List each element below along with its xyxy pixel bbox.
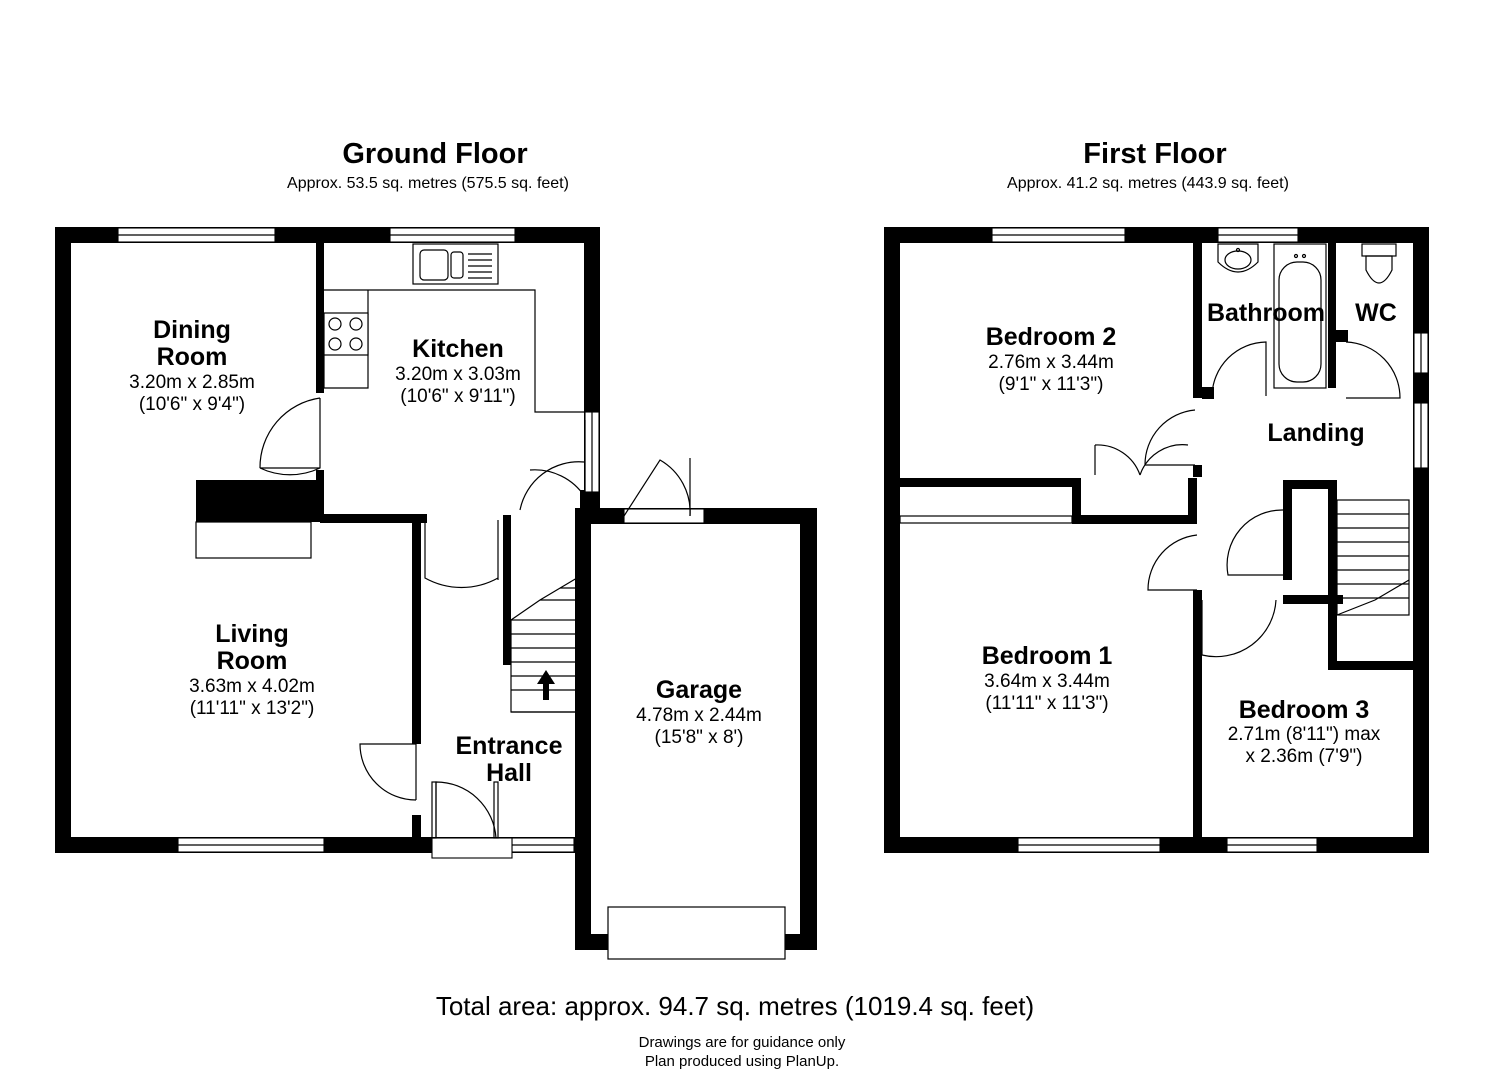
door-swing — [1211, 341, 1267, 397]
first-floor-plan: Bedroom 2 2.76m x 3.44m (9'1" x 11'3") B… — [884, 227, 1429, 853]
door-swing — [1147, 534, 1198, 591]
wall — [575, 508, 591, 950]
wall — [900, 478, 1080, 487]
wall — [1328, 480, 1337, 670]
living-room-dim-imperial: (11'11" x 13'2") — [190, 698, 315, 719]
door-swing — [623, 459, 691, 517]
entrance-hall-label: Hall — [486, 759, 532, 787]
first-floor-area: Approx. 41.2 sq. metres (443.9 sq. feet) — [1007, 175, 1289, 192]
bedroom-2-dim-metric: 2.76m x 3.44m — [988, 352, 1114, 373]
kitchen-worktop — [324, 289, 585, 413]
stairs — [510, 574, 583, 713]
door-swing — [1139, 444, 1189, 476]
kitchen-dim-metric: 3.20m x 3.03m — [395, 364, 521, 385]
total-area: Total area: approx. 94.7 sq. metres (101… — [436, 991, 1034, 1021]
kitchen-label: Kitchen — [412, 335, 504, 363]
disclaimer-line-1: Drawings are for guidance only — [639, 1034, 846, 1051]
washbasin — [1217, 243, 1259, 273]
wall — [1193, 590, 1202, 840]
wall — [1413, 227, 1429, 853]
wall — [884, 227, 1429, 243]
wall — [1202, 387, 1214, 399]
stair-arrow-icon — [537, 670, 555, 700]
living-room-label: Living — [215, 620, 289, 648]
door-swing — [435, 781, 497, 839]
dining-room-label: Dining — [153, 316, 231, 344]
wall — [1193, 465, 1202, 477]
sink — [412, 243, 499, 285]
door-swing — [1201, 599, 1277, 658]
hearth — [195, 521, 312, 559]
wall — [1328, 661, 1418, 670]
wall — [412, 514, 421, 744]
first-floor-title: First Floor — [1083, 138, 1226, 170]
bedroom-1-label: Bedroom 1 — [982, 642, 1113, 670]
wall — [1193, 243, 1202, 398]
dining-room-label: Room — [157, 343, 228, 371]
wall — [1283, 480, 1292, 580]
stairs — [1336, 499, 1410, 616]
disclaimer-line-2: Plan produced using PlanUp. — [645, 1053, 839, 1070]
garage-door — [607, 906, 786, 960]
wall — [316, 243, 324, 393]
wall — [1283, 480, 1336, 489]
wall — [1283, 595, 1343, 604]
wall — [196, 480, 324, 522]
door-swing — [529, 420, 586, 500]
ground-floor-area: Approx. 53.5 sq. metres (575.5 sq. feet) — [287, 175, 569, 192]
door-swing — [1094, 444, 1141, 476]
kitchen-dim-imperial: (10'6" x 9'11") — [400, 386, 515, 407]
wall — [1072, 515, 1197, 524]
wall — [884, 227, 900, 853]
wardrobe — [899, 515, 1073, 524]
door-swing — [1144, 409, 1196, 466]
wall — [1328, 243, 1336, 388]
door-swing — [424, 523, 499, 589]
bedroom-1-dim-imperial: (11'11" x 11'3") — [985, 693, 1108, 714]
wall — [1188, 478, 1197, 523]
wall — [800, 508, 817, 950]
bedroom-1-dim-metric: 3.64m x 3.44m — [984, 671, 1110, 692]
bedroom-3-label: Bedroom 3 — [1239, 696, 1370, 724]
toilet — [1361, 243, 1397, 257]
garage-side-door-opening — [623, 508, 705, 524]
door-swing — [359, 743, 417, 801]
bedroom-3-dim-line-2: x 2.36m (7'9") — [1245, 746, 1362, 767]
garage-dim-metric: 4.78m x 2.44m — [636, 705, 762, 726]
door-swing — [519, 461, 585, 511]
bathtub — [1273, 243, 1327, 389]
ground-floor-title: Ground Floor — [342, 138, 527, 170]
wall — [503, 515, 511, 665]
wall — [1336, 330, 1348, 342]
bedroom-2-label: Bedroom 2 — [986, 323, 1117, 351]
wall — [1072, 478, 1081, 523]
dining-room-dim-imperial: (10'6" x 9'4") — [139, 394, 245, 415]
ground-floor-plan: Dining Room 3.20m x 2.85m (10'6" x 9'4")… — [55, 227, 817, 960]
living-room-label: Room — [217, 647, 288, 675]
wc-label: WC — [1355, 299, 1397, 327]
door-swing — [259, 398, 321, 476]
front-door-opening — [431, 837, 513, 859]
dining-room-dim-metric: 3.20m x 2.85m — [129, 372, 255, 393]
bathroom-label: Bathroom — [1207, 299, 1325, 327]
entrance-hall-label: Entrance — [456, 732, 563, 760]
door-swing — [1345, 341, 1401, 399]
landing-label: Landing — [1267, 419, 1364, 447]
garage-dim-imperial: (15'8" x 8') — [655, 727, 744, 748]
bedroom-2-dim-imperial: (9'1" x 11'3") — [999, 374, 1104, 395]
wall — [55, 227, 71, 853]
door-swing — [1226, 509, 1285, 576]
garage-label: Garage — [656, 676, 742, 704]
bedroom-3-dim-line-1: 2.71m (8'11") max — [1228, 724, 1381, 745]
living-room-dim-metric: 3.63m x 4.02m — [189, 676, 315, 697]
wall — [412, 815, 421, 845]
wall — [320, 514, 427, 523]
